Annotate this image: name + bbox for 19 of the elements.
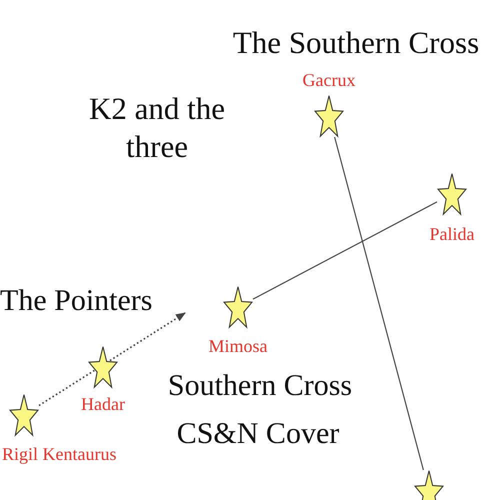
title: The Southern Cross xyxy=(232,24,480,62)
star-icon xyxy=(9,394,39,436)
star-icon xyxy=(314,95,344,137)
caption-text: Southern Cross xyxy=(168,368,352,404)
star-icon xyxy=(414,470,444,500)
connector-line xyxy=(252,201,438,300)
star-name-label: Mimosa xyxy=(208,336,268,357)
star-name-label: Palida xyxy=(430,224,474,245)
annotation-text: The Pointers xyxy=(0,283,152,319)
caption-text: CS&N Cover xyxy=(176,416,340,452)
star-icon xyxy=(88,346,118,388)
annotation-text: K2 and the three xyxy=(88,90,226,166)
star-name-label: Gacrux xyxy=(302,70,356,91)
dotted-arrow xyxy=(38,312,186,406)
star-icon xyxy=(437,173,467,215)
star-name-label: Hadar xyxy=(81,394,125,415)
star-name-label: Rigil Kentaurus xyxy=(2,444,116,465)
star-icon xyxy=(223,286,253,328)
connector-line xyxy=(334,136,424,470)
